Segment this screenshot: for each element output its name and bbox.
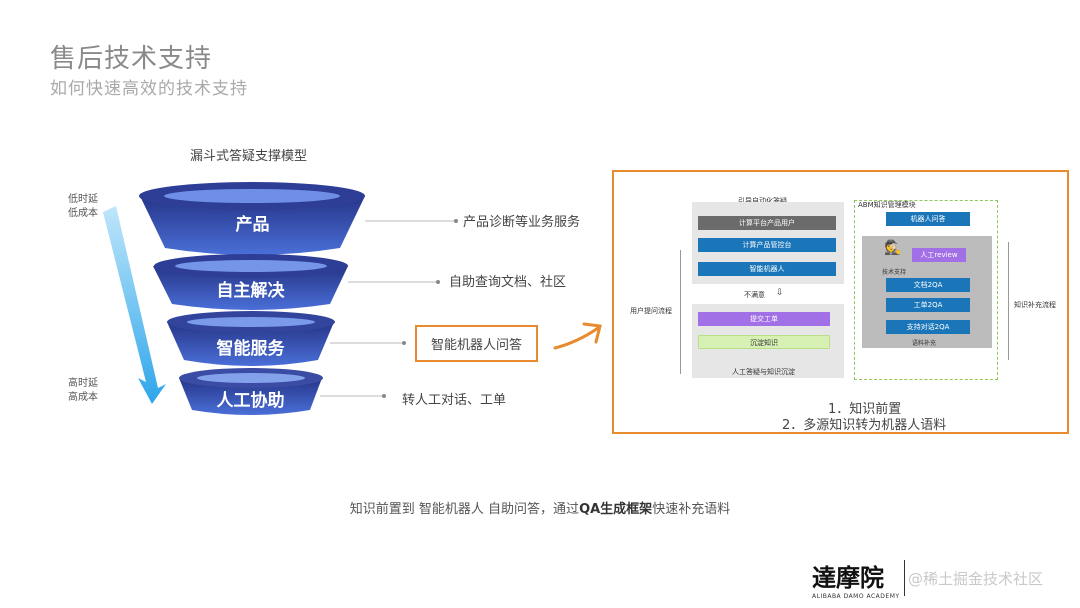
- tier-label-smart-service: 智能服务: [216, 339, 285, 359]
- knowledge-flow-label: 知识补充流程: [1014, 301, 1056, 309]
- logo-divider: [904, 560, 905, 596]
- spy-icon: 🕵: [884, 240, 902, 256]
- bar-console: 计算产品管控台: [698, 238, 836, 252]
- high-latency-label: 高时延高成本: [68, 378, 98, 403]
- funnel-tier-4: [179, 368, 323, 415]
- bar-manual-review: 人工review: [912, 248, 966, 262]
- tier-desc-product: 产品诊断等业务服务: [463, 215, 581, 230]
- bar-chat2qa: 支持对话2QA: [886, 320, 970, 334]
- bar-platform-user: 计算平台产品用户: [698, 216, 836, 230]
- low-latency-label: 低时延低成本: [68, 194, 98, 219]
- corpus-supplement-label: 语料补充: [912, 340, 937, 347]
- abm-module-border: [854, 200, 998, 380]
- note-item-2: 2．多源知识转为机器人语料: [782, 418, 947, 433]
- down-arrow-icon: ⇩: [776, 288, 784, 298]
- knowledge-diagram-panel: 引导自动化答疑 计算平台产品用户 计算产品管控台 智能机器人 不满意 ⇩ 提交工…: [612, 170, 1069, 434]
- funnel-tier-2: [153, 254, 348, 310]
- bar-submit-ticket: 提交工单: [698, 312, 830, 326]
- tier-label-self-service: 自主解决: [216, 281, 285, 301]
- user-flow-line: [680, 250, 681, 374]
- manual-section-label: 人工答疑与知识沉淀: [732, 368, 795, 376]
- tier-desc-smart-service: 智能机器人问答: [415, 325, 539, 362]
- tier-label-human-assist: 人工协助: [216, 391, 285, 411]
- bar-bot: 智能机器人: [698, 262, 836, 276]
- watermark-text: @稀土掘金技术社区: [908, 570, 1044, 588]
- funnel-title: 漏斗式答疑支撑模型: [190, 149, 308, 164]
- guide-title: 引导自动化答疑: [738, 197, 787, 205]
- bar-deposit-knowledge: 沉淀知识: [698, 335, 830, 349]
- tier-desc-human-assist: 转人工对话、工单: [402, 393, 507, 408]
- funnel-tier-1: [139, 182, 365, 255]
- tech-support-label: 技术支持: [882, 269, 907, 276]
- page-subtitle: 如何快速高效的技术支持: [50, 79, 248, 99]
- bar-ticket2qa: 工单2QA: [886, 298, 970, 312]
- bar-doc2qa: 文档2QA: [886, 278, 970, 292]
- latency-arrow: [103, 206, 166, 404]
- tier-desc-self-service: 自助查询文档、社区: [449, 275, 567, 290]
- pointer-arrow: [553, 322, 602, 350]
- page-title: 售后技术支持: [50, 44, 213, 74]
- user-flow-label: 用户提问流程: [630, 307, 672, 315]
- not-satisfied-label: 不满意: [744, 291, 765, 299]
- funnel-tier-3: [167, 311, 335, 366]
- footer-caption: 知识前置到 智能机器人 自助问答，通过QA生成框架快速补充语料: [349, 502, 731, 517]
- tier-label-product: 产品: [235, 215, 270, 235]
- knowledge-flow-line: [1008, 242, 1009, 360]
- note-item-1: 1．知识前置: [828, 402, 902, 417]
- bar-bot-qa: 机器人问答: [886, 212, 970, 226]
- damo-logo: 達摩院 ALIBABA DAMO ACADEMY: [812, 563, 900, 600]
- abm-title: ABM知识管理模块: [858, 201, 916, 209]
